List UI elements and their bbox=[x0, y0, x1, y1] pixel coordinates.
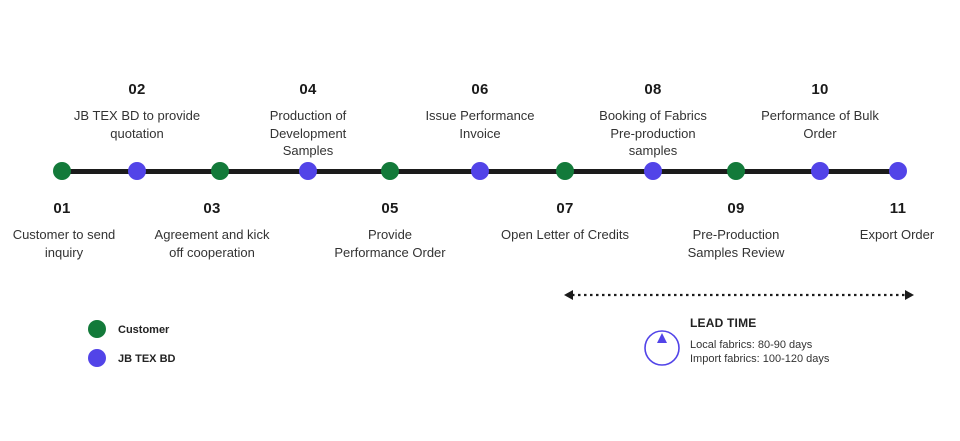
step-number-07: 07 bbox=[556, 200, 574, 217]
step-label-06: Issue Performance Invoice bbox=[425, 108, 535, 141]
step-label-08: Booking of Fabrics Pre-production sample… bbox=[599, 108, 707, 158]
lead-time-arrow bbox=[564, 290, 914, 300]
step-node-02 bbox=[128, 162, 146, 180]
legend-label-jbtex: JB TEX BD bbox=[118, 353, 176, 365]
lead-time-title: LEAD TIME bbox=[690, 316, 757, 330]
step-node-11 bbox=[889, 162, 907, 180]
step-label-09: Pre-Production Samples Review bbox=[687, 227, 785, 260]
step-label-02: JB TEX BD to provide quotation bbox=[73, 108, 201, 141]
step-node-04 bbox=[299, 162, 317, 180]
step-label-07: Open Letter of Credits bbox=[501, 227, 629, 242]
step-node-03 bbox=[211, 162, 229, 180]
step-label-11: Export Order bbox=[859, 227, 935, 242]
step-node-10 bbox=[811, 162, 829, 180]
step-label-01: Customer to send inquiry bbox=[12, 227, 116, 260]
step-number-09: 09 bbox=[727, 200, 745, 217]
step-node-08 bbox=[644, 162, 662, 180]
step-number-08: 08 bbox=[644, 81, 662, 98]
step-number-01: 01 bbox=[53, 200, 71, 217]
step-label-04: Production of Development Samples bbox=[269, 108, 347, 158]
step-node-07 bbox=[556, 162, 574, 180]
step-label-10: Performance of Bulk Order bbox=[761, 108, 879, 141]
step-node-01 bbox=[53, 162, 71, 180]
step-node-09 bbox=[727, 162, 745, 180]
step-number-03: 03 bbox=[203, 200, 221, 217]
clock-icon bbox=[644, 330, 680, 366]
step-label-03: Agreement and kick off cooperation bbox=[154, 227, 270, 260]
legend-label-customer: Customer bbox=[118, 324, 170, 336]
step-number-06: 06 bbox=[471, 81, 489, 98]
step-node-05 bbox=[381, 162, 399, 180]
step-number-04: 04 bbox=[299, 81, 317, 98]
step-label-05: Provide Performance Order bbox=[334, 227, 446, 260]
step-number-11: 11 bbox=[889, 200, 907, 217]
legend-dot-customer bbox=[88, 320, 106, 338]
lead-time-local: Local fabrics: 80-90 days bbox=[690, 339, 813, 351]
step-number-10: 10 bbox=[811, 81, 829, 98]
legend-dot-jbtex bbox=[88, 349, 106, 367]
step-number-02: 02 bbox=[128, 81, 146, 98]
lead-time-import: Import fabrics: 100-120 days bbox=[690, 353, 830, 365]
step-node-06 bbox=[471, 162, 489, 180]
step-number-05: 05 bbox=[381, 200, 399, 217]
